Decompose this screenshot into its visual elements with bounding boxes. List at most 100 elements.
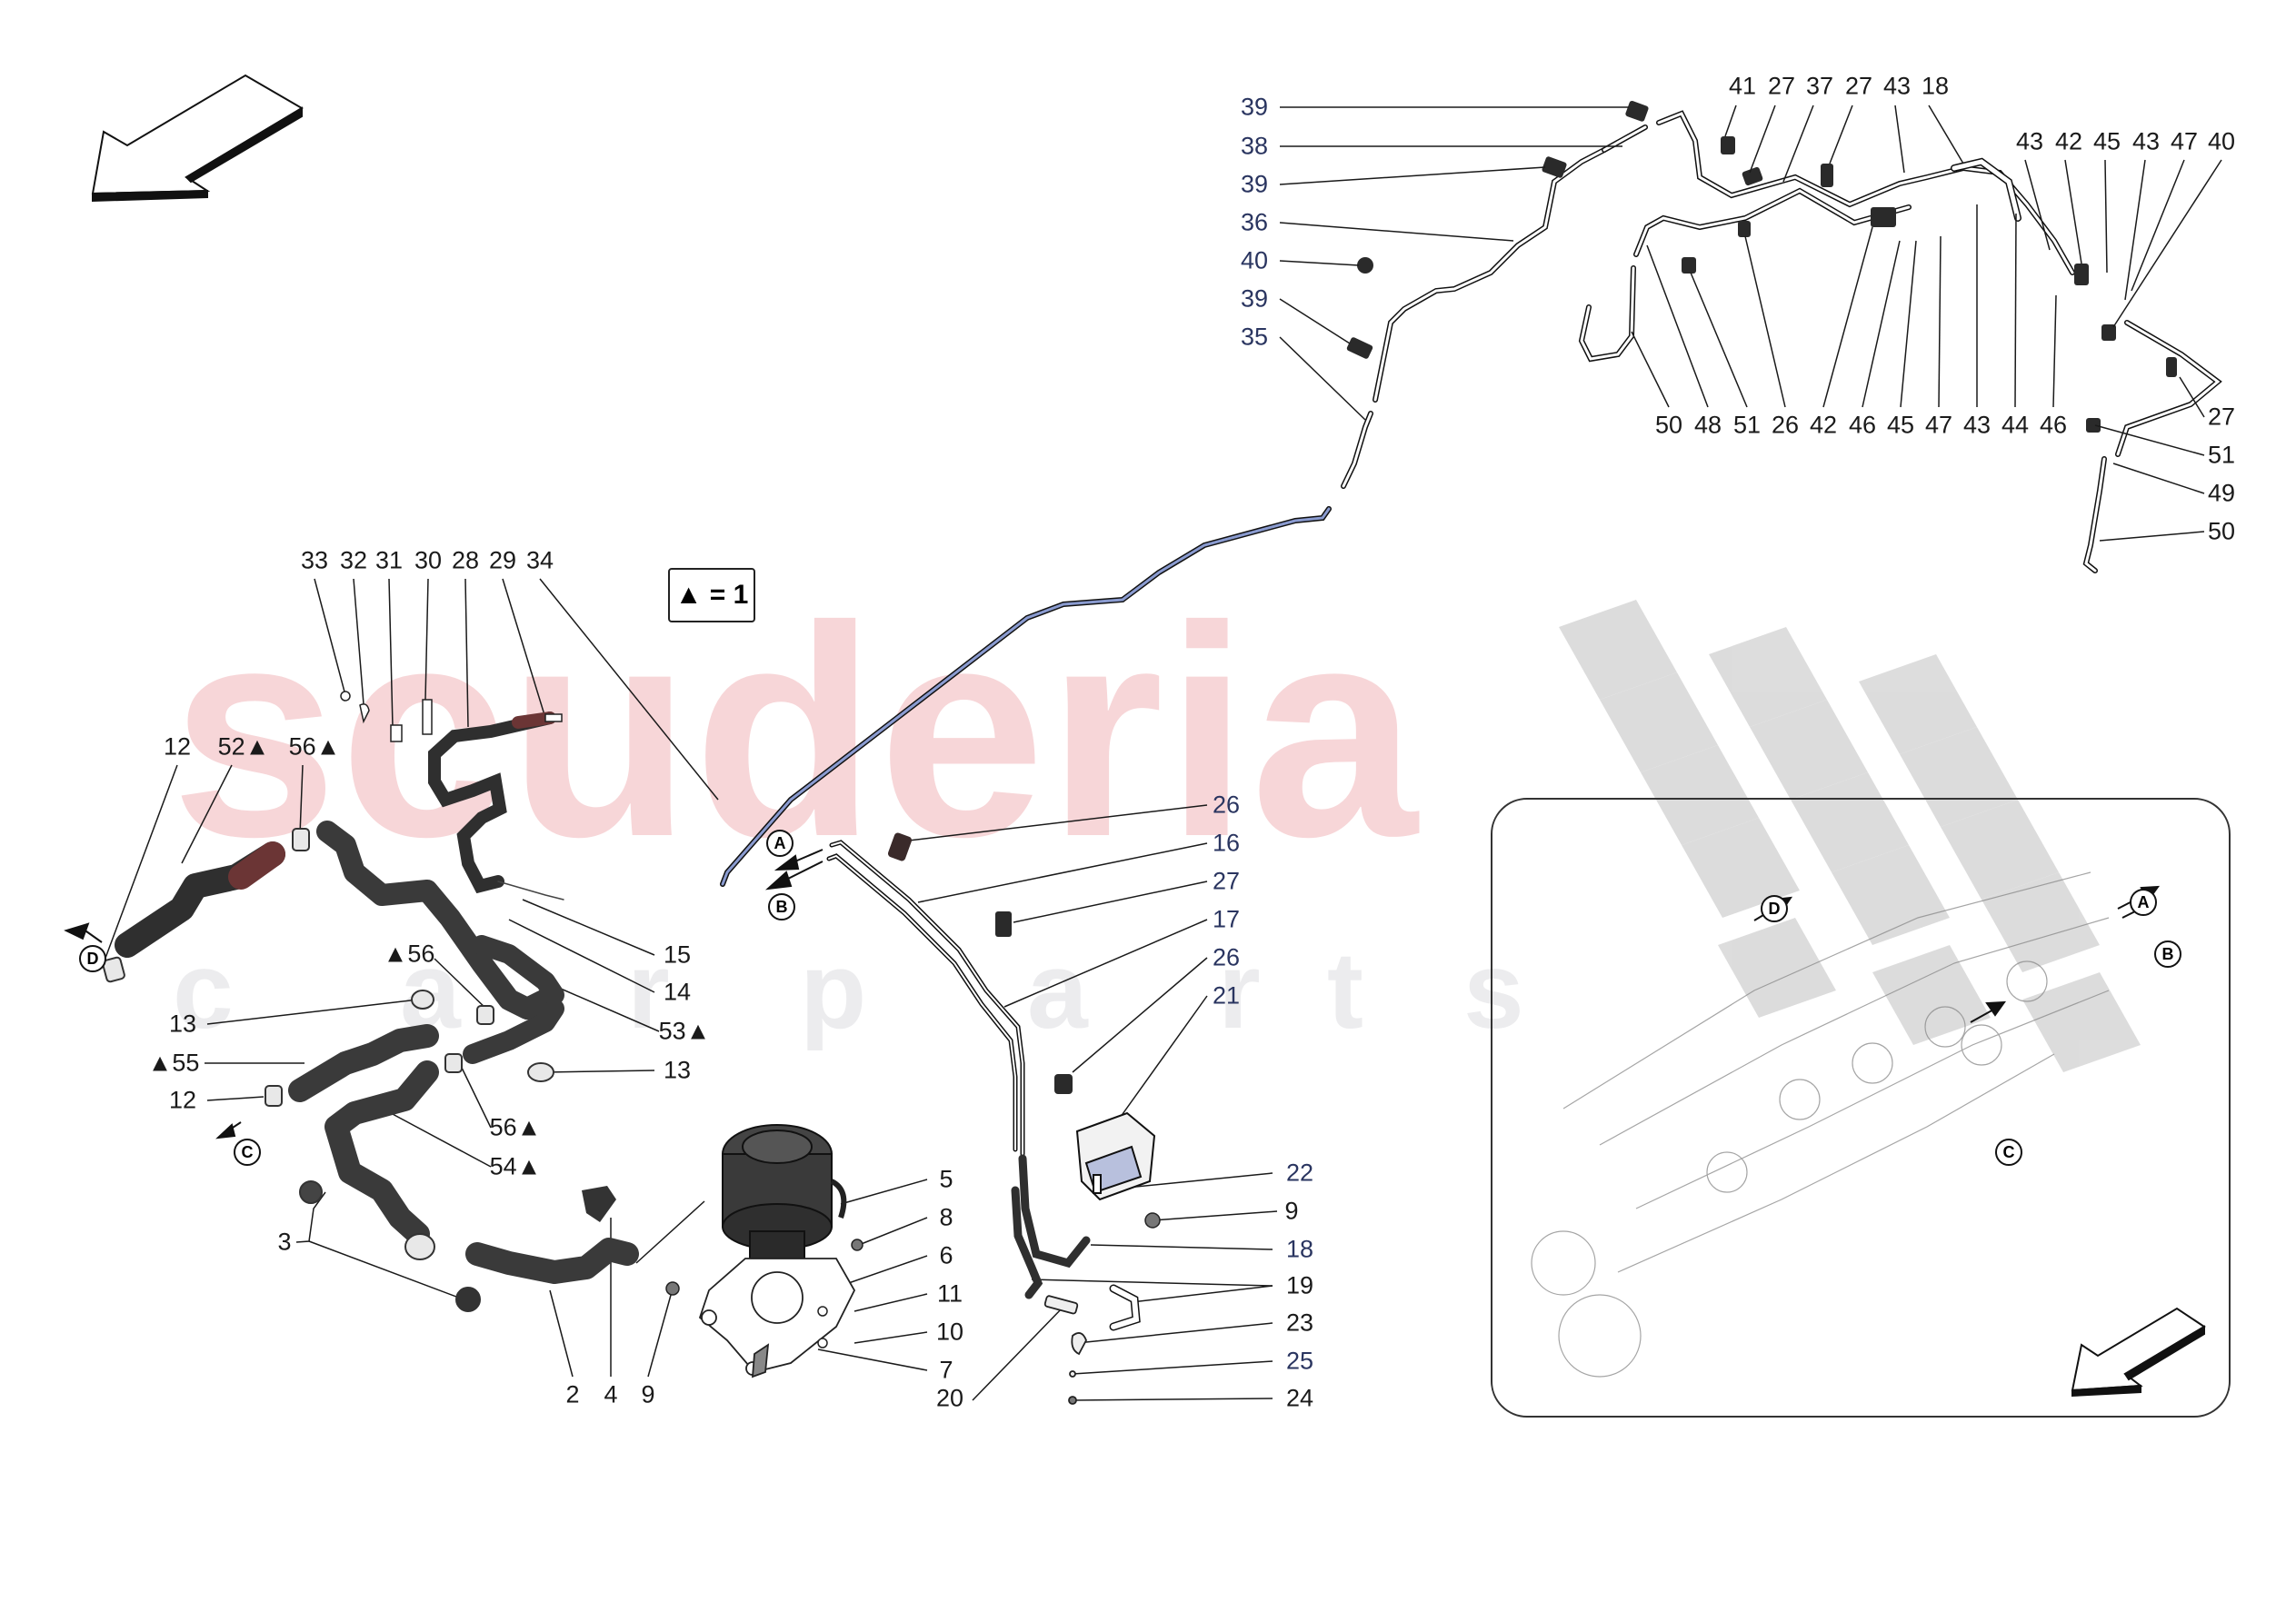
callout-label-46: 46 bbox=[1848, 411, 1877, 439]
callout-label-17: 17 bbox=[1212, 905, 1241, 933]
callout-label-42: 42 bbox=[1809, 411, 1838, 439]
callout-label-12: 12 bbox=[163, 732, 192, 761]
callout-label-37: 37 bbox=[1805, 72, 1834, 100]
callout-label-36: 36 bbox=[1240, 208, 1269, 236]
twin-pipes-16-17 bbox=[826, 840, 1141, 1331]
leader-lines bbox=[101, 104, 2222, 1401]
callout-label-45: 45 bbox=[2092, 127, 2121, 155]
callout-label-11: 11 bbox=[936, 1279, 963, 1308]
callout-label-12: 12 bbox=[168, 1086, 197, 1114]
callout-label-29: 29 bbox=[488, 546, 517, 574]
callout-label-43: 43 bbox=[1882, 72, 1912, 100]
callout-label-45: 45 bbox=[1886, 411, 1915, 439]
callout-label-20: 20 bbox=[935, 1384, 964, 1412]
clip-26-27 bbox=[887, 832, 1073, 1094]
watermark-letter: r bbox=[1218, 930, 1261, 1051]
callout-label-18: 18 bbox=[1285, 1235, 1314, 1263]
callout-label-43: 43 bbox=[2015, 127, 2044, 155]
callout-label-27: 27 bbox=[1767, 72, 1796, 100]
callout-label-47: 47 bbox=[1924, 411, 1953, 439]
watermark-letter: p bbox=[800, 930, 867, 1051]
callout-label-53: 53▲ bbox=[658, 1017, 711, 1045]
callout-label-55: ▲55 bbox=[147, 1049, 200, 1077]
callout-label-39: 39 bbox=[1240, 170, 1269, 198]
connector-d-marker: D bbox=[79, 945, 106, 972]
hose-clamps bbox=[102, 828, 554, 1312]
callout-label-32: 32 bbox=[339, 546, 368, 574]
connector-c-marker: C bbox=[234, 1139, 261, 1166]
pipe-clips bbox=[1346, 100, 2177, 433]
legend-text: ▲ = 1 bbox=[674, 580, 749, 610]
callout-label-51: 51 bbox=[2207, 441, 2236, 469]
watermark-letter: s bbox=[1463, 930, 1524, 1051]
callout-label-51: 51 bbox=[1732, 411, 1762, 439]
callout-label-40: 40 bbox=[1240, 246, 1269, 274]
connector-arrows bbox=[64, 849, 824, 1139]
callout-label-27: 27 bbox=[1844, 72, 1873, 100]
callout-label-6: 6 bbox=[939, 1241, 953, 1269]
callout-label-21: 21 bbox=[1212, 981, 1241, 1010]
callout-label-43: 43 bbox=[2131, 127, 2161, 155]
callout-label-33: 33 bbox=[300, 546, 329, 574]
callout-label-4: 4 bbox=[604, 1380, 618, 1408]
callout-label-24: 24 bbox=[1285, 1384, 1314, 1412]
callout-label-54: 54▲ bbox=[489, 1152, 542, 1180]
callout-label-19: 19 bbox=[1285, 1271, 1314, 1299]
callout-label-13: 13 bbox=[663, 1056, 692, 1084]
callout-label-5: 5 bbox=[939, 1165, 953, 1193]
direction-arrow-icon bbox=[91, 74, 304, 203]
fuel-pipe-35 bbox=[720, 124, 1648, 887]
callout-label-56: 56▲ bbox=[489, 1113, 542, 1141]
connector-b-marker: B bbox=[768, 893, 795, 920]
callout-label-25: 25 bbox=[1285, 1347, 1314, 1375]
callout-label-30: 30 bbox=[414, 546, 443, 574]
callout-label-27: 27 bbox=[1212, 867, 1241, 895]
callout-label-47: 47 bbox=[2170, 127, 2199, 155]
callout-label-52: 52▲ bbox=[217, 732, 270, 761]
watermark-letter: a bbox=[1027, 930, 1088, 1051]
callout-label-43: 43 bbox=[1962, 411, 1992, 439]
coolant-hoses bbox=[115, 821, 639, 1284]
connector-a-marker: A bbox=[766, 830, 794, 857]
callout-label-22: 22 bbox=[1285, 1159, 1314, 1187]
callout-label-13: 13 bbox=[168, 1010, 197, 1038]
callout-label-26: 26 bbox=[1771, 411, 1800, 439]
callout-label-50: 50 bbox=[2207, 517, 2236, 545]
callout-label-9: 9 bbox=[1284, 1197, 1299, 1225]
callout-label-46: 46 bbox=[2039, 411, 2068, 439]
callout-label-49: 49 bbox=[2207, 479, 2236, 507]
watermark-letter: c bbox=[173, 930, 234, 1051]
callout-label-31: 31 bbox=[374, 546, 404, 574]
callout-label-28: 28 bbox=[451, 546, 480, 574]
callout-label-48: 48 bbox=[1693, 411, 1722, 439]
callout-label-26: 26 bbox=[1212, 943, 1241, 971]
callout-label-42: 42 bbox=[2054, 127, 2083, 155]
callout-label-3: 3 bbox=[277, 1228, 292, 1256]
callout-label-35: 35 bbox=[1240, 323, 1269, 351]
callout-label-16: 16 bbox=[1212, 829, 1241, 857]
callout-label-18: 18 bbox=[1921, 72, 1950, 100]
callout-label-10: 10 bbox=[935, 1318, 964, 1346]
callout-label-56: 56▲ bbox=[288, 732, 341, 761]
callout-label-34: 34 bbox=[525, 546, 554, 574]
small-fittings bbox=[340, 691, 563, 742]
connector-c-marker: C bbox=[1995, 1139, 2022, 1166]
pump-bracket-6 bbox=[698, 1258, 856, 1378]
connector-b-marker: B bbox=[2154, 940, 2181, 968]
callout-label-15: 15 bbox=[663, 940, 692, 969]
callout-label-23: 23 bbox=[1285, 1309, 1314, 1337]
connector-a-marker: A bbox=[2130, 889, 2157, 916]
callout-label-39: 39 bbox=[1240, 284, 1269, 313]
filter-20-and-clamp-23 bbox=[1043, 1295, 1087, 1405]
watermark-letter: t bbox=[1327, 930, 1363, 1051]
callout-label-9: 9 bbox=[641, 1380, 655, 1408]
callout-label-8: 8 bbox=[939, 1203, 953, 1231]
legend-quantity-box: ▲ = 1 bbox=[668, 568, 755, 622]
callout-label-26: 26 bbox=[1212, 791, 1241, 819]
upper-right-pipe-assembly bbox=[1578, 110, 2222, 573]
callout-label-56: ▲56 bbox=[383, 940, 435, 968]
callout-label-44: 44 bbox=[2001, 411, 2030, 439]
vent-hose-28 bbox=[428, 711, 564, 901]
bracket-4 bbox=[582, 1186, 616, 1222]
